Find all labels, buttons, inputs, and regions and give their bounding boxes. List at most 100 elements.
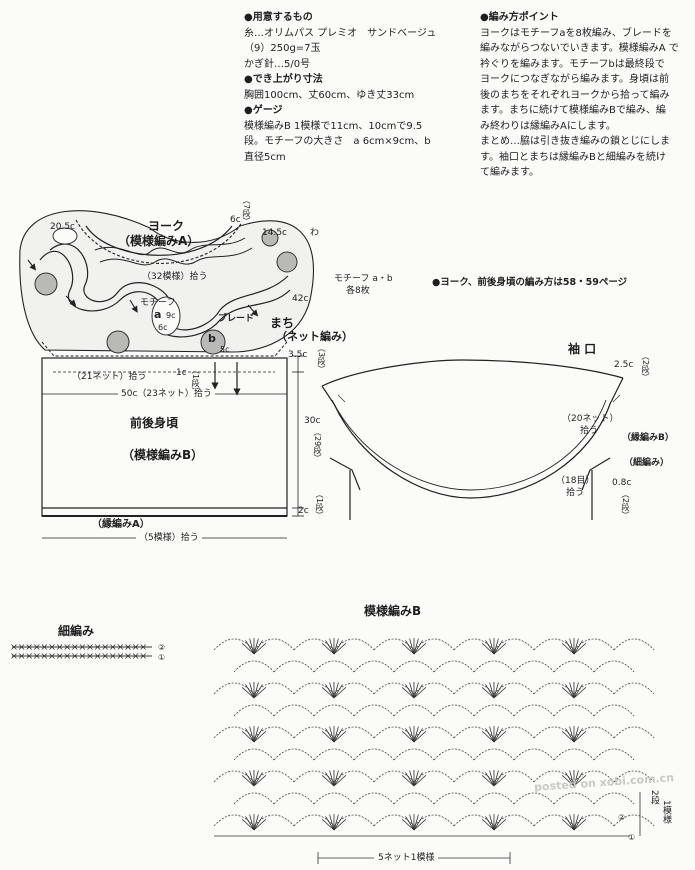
body-dim-1c-rows: （1段）: [191, 366, 200, 396]
machi-title: まち: [270, 316, 295, 330]
net-arch: [233, 748, 275, 761]
net-arch: [393, 792, 435, 805]
sc-stitch: [49, 653, 55, 659]
body-dim-1-rows: （1段）: [315, 490, 324, 520]
net-arch: [233, 660, 275, 673]
net-arch: [273, 792, 315, 805]
machi-dim: 3.5c: [288, 350, 308, 360]
sc-stitch: [140, 653, 146, 659]
net-arch: [333, 726, 375, 739]
sc-stitch: [18, 644, 25, 650]
body-dim-1c: 1c: [176, 368, 187, 378]
sc-stitch: [117, 644, 124, 650]
net-arch: [373, 814, 415, 827]
sleeve-rows-18b: 拾う: [566, 488, 585, 498]
yoke-shape: [19, 210, 315, 353]
gauge-line: 模様編みB 1模様で11cm、10cmで9.5: [244, 120, 423, 132]
fan-shell: [481, 726, 507, 743]
sc-stitch: [79, 653, 86, 659]
sleeve-rows-18: （18目）: [556, 476, 595, 486]
materials-line: かぎ針…5/0号: [244, 58, 311, 70]
net-arch: [513, 748, 555, 761]
sc-stitch: [72, 653, 78, 659]
machi-rows: （3段）: [317, 344, 326, 374]
net-arch: [513, 704, 555, 717]
motif-a-letter: a: [154, 308, 162, 321]
pattern-b-repeat: 5ネット1模様: [374, 853, 439, 864]
pattern-b-stitches: [213, 638, 655, 831]
net-arch: [473, 660, 515, 673]
net-arch: [593, 792, 635, 805]
yoke-dim-neck-rows: （7段）: [242, 196, 251, 226]
net-arch: [493, 814, 535, 827]
points-line: す。袖口とまちは縁編みBと細編みを続け: [480, 151, 666, 163]
body-pickup-21: （21ネット）拾う: [72, 372, 147, 382]
fan-shell: [561, 682, 587, 699]
yoke-dim-right-suffix: わ: [310, 228, 320, 238]
sleeve-title: 袖 口: [568, 342, 597, 356]
points-line: 衿ぐりを編みます。モチーフbは最終段で: [480, 58, 665, 70]
size-text: 胸囲100cm、丈60cm、ゆき丈33cm: [244, 89, 415, 101]
net-arch: [253, 638, 295, 651]
gauge-line: 段。モチーフの大きさ a 6cm×9cm、b: [244, 136, 431, 147]
points-block: ●編み方ポイント ヨークはモチーフaを8枚編み、ブレードを 編みながらつないでい…: [480, 10, 679, 181]
points-line: ヨークはモチーフaを8枚編み、ブレードを: [480, 27, 672, 39]
fan-shell: [401, 726, 427, 743]
body-dim-2c: 2c: [298, 506, 309, 516]
fan-shell: [561, 638, 587, 655]
points-line: ます。まちに続けて模様編みBで編み、編: [480, 105, 666, 116]
net-arch: [213, 682, 255, 695]
yoke-dim-neck: 6c: [230, 215, 241, 225]
net-arch: [313, 792, 355, 805]
motif-a-height: 6c: [158, 323, 168, 332]
sc-stitch: [34, 644, 40, 650]
motif-a-width: 9c: [166, 311, 176, 320]
sleeve-neck-arc: [432, 288, 520, 325]
sleeve-sc: （細編み）: [624, 458, 670, 468]
net-arch: [453, 638, 495, 651]
sleeve-shape: [321, 359, 624, 520]
net-arch: [593, 704, 635, 717]
net-arch: [273, 704, 315, 717]
net-arch: [533, 638, 575, 651]
fan-shell: [321, 814, 347, 831]
machi-pattern: （ネット編み）: [276, 330, 353, 343]
net-arch: [573, 770, 615, 783]
sleeve-pickup-20: （20ネット）: [562, 414, 619, 424]
pattern-b-rows-2: 1模様: [661, 800, 671, 824]
points-heading: ●編み方ポイント: [480, 12, 559, 23]
sc-stitch: [11, 653, 17, 659]
net-arch: [573, 682, 615, 695]
yoke-title: ヨーク: [148, 219, 185, 233]
fan-shell: [561, 814, 587, 831]
net-arch: [373, 682, 415, 695]
fan-shell: [561, 726, 587, 743]
net-arch: [293, 726, 335, 739]
fan-shell: [321, 726, 347, 743]
yoke-dim-42: 42c: [292, 294, 309, 304]
net-arch: [413, 770, 455, 783]
motif-b-diameter: 5c: [220, 345, 230, 354]
net-arch: [373, 726, 415, 739]
sc-stitch: [117, 653, 124, 659]
net-arch: [333, 638, 375, 651]
net-arch: [593, 748, 635, 761]
points-line: み終わりは縁編みAにします。: [480, 120, 616, 132]
points-line: 編みながらつないでいきます。模様編みA で: [480, 43, 679, 54]
net-arch: [313, 748, 355, 761]
sc-stitch: [64, 644, 70, 650]
net-arch: [613, 726, 655, 739]
pattern-b-row-1: ①: [628, 833, 636, 842]
sc-crosses: [11, 644, 146, 659]
net-arch: [253, 814, 295, 827]
net-arch: [473, 748, 515, 761]
sc-stitch: [87, 644, 93, 650]
body-title: 前後身頃: [130, 416, 179, 430]
sc-stitch: [125, 644, 131, 650]
net-arch: [353, 704, 395, 717]
points-line: 後のまちをそれぞれヨークから拾って編み: [480, 89, 670, 101]
sc-stitch: [49, 644, 55, 650]
net-arch: [313, 704, 355, 717]
sc-stitch: [132, 644, 139, 650]
